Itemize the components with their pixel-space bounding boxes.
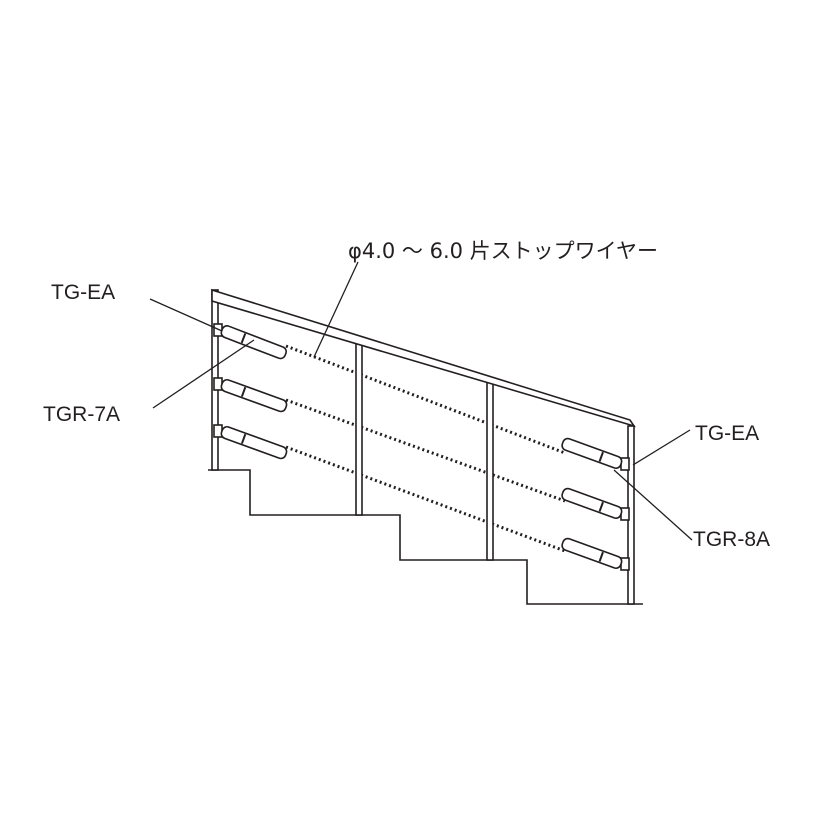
right-top-label: TG-EA [695,422,759,445]
turnbuckle-left-1-mark [240,333,247,344]
handrail [211,288,636,428]
turnbuckle-left-1 [220,325,287,360]
leader-left-mid [152,339,255,409]
left-mid-label: TGR-7A [43,403,120,426]
turnbuckle-left-2-mark [240,386,247,397]
turnbuckle-left-2 [220,378,288,413]
turnbuckle-right-2 [561,487,623,520]
wire-3 [285,445,566,553]
wire-label: φ4.0 ～ 6.0 片ストップワイヤー [348,239,658,263]
post-mid-2 [486,379,494,561]
right-mid-label: TGR-8A [693,528,770,551]
turnbuckle-right-1 [561,437,623,470]
wire-2 [285,398,566,503]
leader-left-top [149,298,223,332]
post-mid-1 [355,336,363,516]
turnbuckle-right-2-mark [598,501,604,512]
turnbuckle-left-3 [220,425,288,460]
turnbuckle-right-3-mark [598,551,604,562]
stair-outline [208,469,643,605]
turnbuckle-right-1-mark [598,451,604,462]
leader-right-mid [613,469,693,541]
turnbuckle-right-3 [561,537,623,570]
leader-wire [313,261,359,358]
right-fittings [561,437,630,571]
wire-group [285,344,566,553]
leader-right-top [632,429,691,466]
left-fittings [213,323,288,460]
turnbuckle-left-3-mark [240,433,247,444]
left-top-label: TG-EA [51,281,115,304]
